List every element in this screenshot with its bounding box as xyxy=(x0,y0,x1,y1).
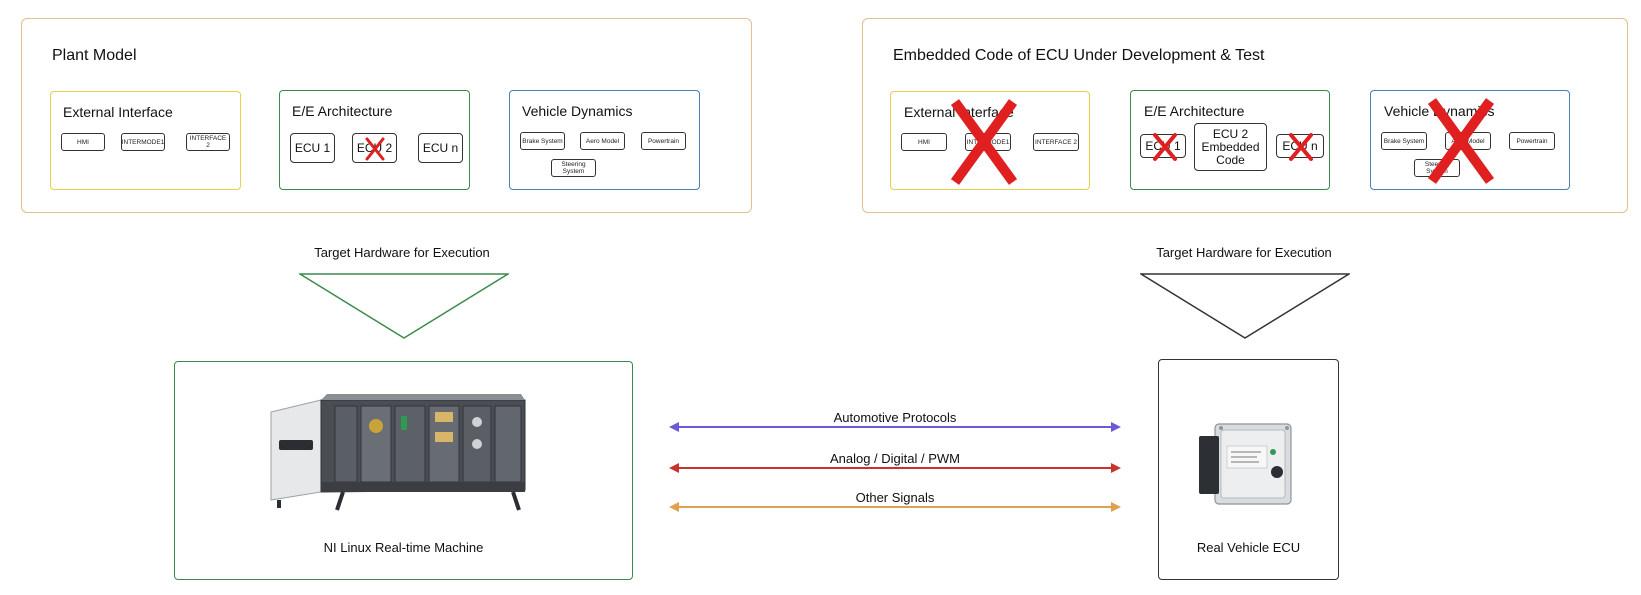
brake-system-block: Brake System xyxy=(520,132,565,150)
brake-system-block-right: Brake System xyxy=(1381,132,1427,150)
aero-model-block-right: Aero Model xyxy=(1445,132,1491,150)
target-hardware-label-left: Target Hardware for Execution xyxy=(314,245,490,260)
signal-arrows xyxy=(669,422,1121,512)
ecu-1-block: ECU 1 xyxy=(290,133,335,163)
funnel-triangle-left xyxy=(299,273,509,339)
steering-system-block-right: Steering System xyxy=(1414,159,1460,177)
target-hardware-label-right: Target Hardware for Execution xyxy=(1156,245,1332,260)
automotive-protocols-label: Automotive Protocols xyxy=(833,410,957,425)
intermode1-block: INTERMODE1 xyxy=(121,133,165,151)
funnel-triangle-right xyxy=(1140,273,1350,339)
ee-architecture-box: E/E Architecture ECU 1 ECU 2 ECU n xyxy=(279,90,470,190)
plant-model-title: Plant Model xyxy=(52,47,137,64)
vehicle-dynamics-title-right: Vehicle Dynamics xyxy=(1384,103,1495,119)
ecu-2-embedded-code-block: ECU 2 Embedded Code xyxy=(1194,123,1267,171)
plant-model-panel: Plant Model External Interface HMI INTER… xyxy=(21,18,752,213)
ee-architecture-title-right: E/E Architecture xyxy=(1144,103,1245,119)
vehicle-dynamics-title: Vehicle Dynamics xyxy=(522,103,633,119)
ecu-1-block-right: ECU 1 xyxy=(1140,134,1186,158)
powertrain-block: Powertrain xyxy=(641,132,686,150)
vehicle-ecu-image xyxy=(1199,423,1292,505)
pxi-chassis-image xyxy=(270,394,526,511)
embedded-code-title: Embedded Code of ECU Under Development &… xyxy=(893,47,1265,64)
ni-linux-realtime-label: NI Linux Real-time Machine xyxy=(323,540,484,555)
interface2-block: INTERFACE 2 xyxy=(186,133,230,151)
external-interface-title-right: External Interface xyxy=(904,104,1014,120)
other-signals-label: Other Signals xyxy=(855,490,935,505)
analog-digital-pwm-label: Analog / Digital / PWM xyxy=(829,451,961,466)
ecu-2-block: ECU 2 xyxy=(352,133,397,163)
real-vehicle-ecu-box: Real Vehicle ECU xyxy=(1158,359,1339,580)
powertrain-block-right: Powertrain xyxy=(1509,132,1555,150)
external-interface-box: External Interface HMI INTERMODE1 INTERF… xyxy=(50,91,241,190)
intermode1-block-right: INTERMODE1 xyxy=(965,133,1011,151)
ecu-n-block: ECU n xyxy=(418,133,463,163)
ni-linux-realtime-box: NI Linux Real-time Machine xyxy=(174,361,633,580)
external-interface-title: External Interface xyxy=(63,104,173,120)
hmi-block: HMI xyxy=(61,133,105,151)
vehicle-dynamics-box: Vehicle Dynamics Brake System Aero Model… xyxy=(509,90,700,190)
external-interface-box-right: External Interface HMI INTERMODE1 INTERF… xyxy=(890,91,1090,190)
vehicle-dynamics-box-right: Vehicle Dynamics Brake System Aero Model… xyxy=(1370,90,1570,190)
hmi-block-right: HMI xyxy=(901,133,947,151)
ee-architecture-box-right: E/E Architecture ECU 1 ECU 2 Embedded Co… xyxy=(1130,90,1330,190)
ecu-n-block-right: ECU n xyxy=(1276,134,1324,158)
aero-model-block: Aero Model xyxy=(580,132,625,150)
ee-architecture-title: E/E Architecture xyxy=(292,103,393,119)
interface2-block-right: INTERFACE 2 xyxy=(1033,133,1079,151)
embedded-code-panel: Embedded Code of ECU Under Development &… xyxy=(862,18,1628,213)
steering-system-block: Steering System xyxy=(551,159,596,177)
real-vehicle-ecu-label: Real Vehicle ECU xyxy=(1196,540,1301,555)
